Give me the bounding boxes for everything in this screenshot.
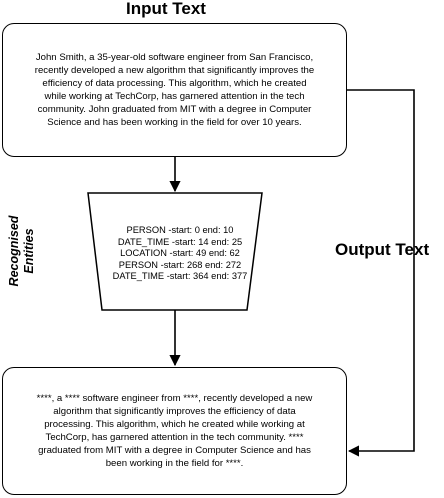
entity-list: PERSON -start: 0 end: 10 DATE_TIME -star… <box>95 225 265 283</box>
output-text-line: TechCorp, has garnered attention in the … <box>45 432 304 443</box>
output-text-line: graduated from MIT with a degree in Comp… <box>38 445 311 456</box>
recognised-entities-label: Recognised Entities <box>7 203 37 299</box>
side-label-line: Entities <box>22 228 36 274</box>
output-text-label: Output Text <box>335 240 430 259</box>
input-text-box: John Smith, a 35-year-old software engin… <box>2 23 347 157</box>
output-text-line: processing. This algorithm, which he cre… <box>44 419 305 430</box>
input-text-line: community. John graduated from MIT with … <box>37 104 312 115</box>
entity-item: PERSON -start: 0 end: 10 <box>126 225 234 235</box>
output-text-line: ****, a **** software engineer from ****… <box>36 393 313 404</box>
entity-item: LOCATION -start: 49 end: 62 <box>120 248 240 259</box>
input-text-title: Input Text <box>126 0 206 18</box>
entity-item: DATE_TIME -start: 14 end: 25 <box>117 236 243 247</box>
input-text-line: Science and has been working in the fiel… <box>47 117 302 128</box>
entity-item: DATE_TIME -start: 364 end: 377 <box>112 271 248 282</box>
output-text-body: ****, a **** software engineer from ****… <box>37 392 313 470</box>
entities-trapezoid <box>87 192 263 311</box>
entity-item: PERSON -start: 268 end: 272 <box>118 259 242 270</box>
output-text-line: been working in the field for ****. <box>105 458 244 469</box>
input-text-body: John Smith, a 35-year-old software engin… <box>35 51 314 129</box>
arrow-input-to-output <box>347 89 415 457</box>
side-label-line: Recognised <box>7 215 21 287</box>
input-text-line: John Smith, a 35-year-old software engin… <box>35 52 314 63</box>
output-text-box: ****, a **** software engineer from ****… <box>2 367 347 495</box>
input-text-line: recently developed a new algorithm that … <box>34 65 315 76</box>
input-text-line: efficiency of data processing. This algo… <box>42 78 307 89</box>
output-text-line: algorithm that significantly improves th… <box>53 406 296 417</box>
input-text-line: while working at TechCorp, has garnered … <box>44 91 305 102</box>
